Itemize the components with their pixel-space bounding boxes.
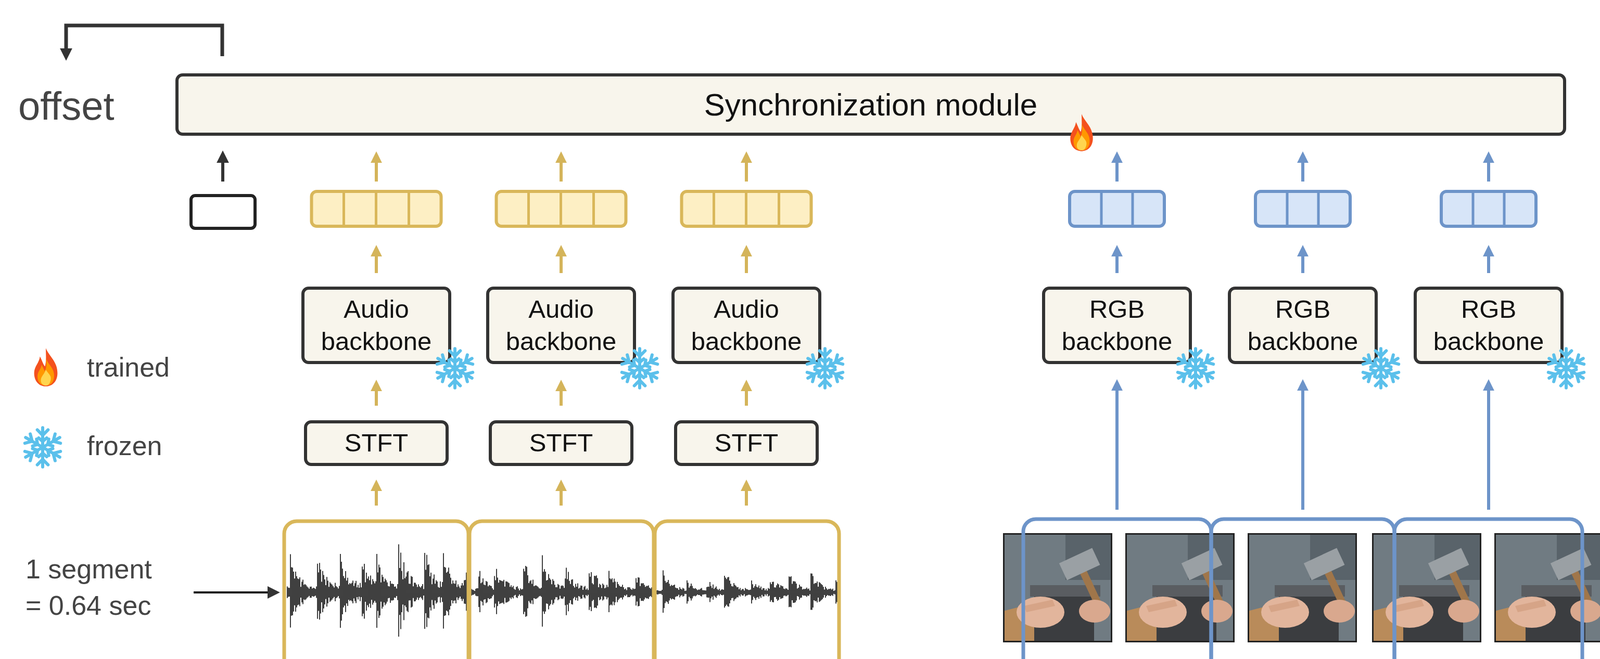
cls-arrow bbox=[221, 162, 225, 182]
backbone-arrow bbox=[1487, 256, 1491, 274]
token-arrow bbox=[1301, 162, 1305, 182]
audio-waveform bbox=[287, 544, 837, 638]
audio-tokens bbox=[681, 191, 812, 227]
rgb-tokens bbox=[1441, 191, 1536, 227]
node-text: Audio backbone bbox=[310, 293, 442, 358]
audio-segments bbox=[284, 521, 840, 659]
video-segment bbox=[1023, 519, 1212, 659]
node-text: STFT bbox=[529, 427, 593, 460]
video-segments bbox=[1023, 519, 1583, 659]
video-segment bbox=[1211, 519, 1395, 659]
audio-tokens bbox=[496, 191, 627, 227]
flow-arrow bbox=[559, 390, 563, 406]
video-frame bbox=[1494, 533, 1600, 643]
node-text: STFT bbox=[344, 427, 409, 460]
node-text: RGB backbone bbox=[1237, 293, 1369, 358]
trained-icon bbox=[34, 348, 58, 387]
backbone-arrow bbox=[559, 256, 563, 274]
backbone-arrow bbox=[1115, 256, 1119, 274]
rgb-backbone-box: RGB backbone bbox=[1042, 286, 1192, 365]
backbone-arrow bbox=[1301, 256, 1305, 274]
flow-arrow bbox=[744, 390, 748, 406]
frozen-icon bbox=[1546, 348, 1586, 389]
audio-segment bbox=[469, 521, 654, 659]
rgb-tokens bbox=[1069, 191, 1165, 227]
stft-box: STFT bbox=[674, 420, 819, 467]
audio-backbone-box: Audio backbone bbox=[486, 286, 637, 365]
node-text: Synchronization module bbox=[704, 85, 1038, 125]
token-arrow bbox=[744, 162, 748, 182]
trained-icon bbox=[1070, 113, 1093, 151]
frozen-icon bbox=[435, 348, 475, 389]
audio-backbone-box: Audio backbone bbox=[671, 286, 822, 365]
backbone-arrow bbox=[374, 256, 378, 274]
rgb-backbone-box: RGB backbone bbox=[1413, 286, 1564, 365]
video-frame bbox=[1125, 533, 1244, 643]
rgb-tokens bbox=[1255, 191, 1351, 227]
token-arrow bbox=[374, 162, 378, 182]
segment-arrow bbox=[374, 490, 378, 506]
frozen-icon bbox=[619, 348, 660, 389]
segment-pointer bbox=[193, 591, 269, 594]
audio-segment bbox=[284, 521, 469, 659]
stft-box: STFT bbox=[488, 420, 634, 467]
rgb-backbone-box: RGB backbone bbox=[1227, 286, 1378, 365]
audio-tokens bbox=[311, 191, 442, 227]
token-arrow bbox=[559, 162, 563, 182]
output-label: offset bbox=[18, 86, 115, 126]
token-arrow bbox=[1487, 162, 1491, 182]
node-text: RGB backbone bbox=[1423, 293, 1555, 358]
stft-box: STFT bbox=[303, 420, 449, 467]
frozen-icon bbox=[1175, 348, 1216, 389]
audio-segment bbox=[654, 521, 840, 659]
node-text: STFT bbox=[714, 427, 779, 460]
video-frame bbox=[1247, 533, 1366, 643]
video-segment bbox=[1394, 519, 1583, 659]
legend-text: trained bbox=[86, 351, 170, 384]
cls-token bbox=[191, 195, 256, 229]
backbone-arrow bbox=[744, 256, 748, 274]
flow-arrow bbox=[374, 390, 378, 406]
frozen-icon bbox=[1361, 348, 1401, 389]
video-frame bbox=[1372, 533, 1491, 643]
node-text: Audio backbone bbox=[495, 293, 627, 358]
segment-arrow bbox=[744, 490, 748, 506]
video-frame bbox=[1002, 533, 1122, 643]
segment-arrow bbox=[559, 490, 563, 506]
node-text: RGB backbone bbox=[1051, 293, 1183, 358]
waveform-trace bbox=[287, 544, 837, 638]
frozen-icon bbox=[805, 348, 845, 389]
frame-arrow bbox=[1301, 390, 1305, 511]
sync-module: Synchronization module bbox=[175, 73, 1567, 136]
frame-arrow bbox=[1115, 390, 1119, 511]
legend-text: frozen bbox=[86, 429, 163, 463]
frozen-icon bbox=[22, 427, 63, 468]
segment-note: 1 segment = 0.64 sec bbox=[25, 551, 165, 625]
audio-backbone-box: Audio backbone bbox=[301, 286, 452, 365]
offset-arrow bbox=[66, 25, 223, 57]
node-text: Audio backbone bbox=[680, 293, 812, 358]
token-arrow bbox=[1115, 162, 1119, 182]
frame-arrow bbox=[1487, 390, 1491, 511]
